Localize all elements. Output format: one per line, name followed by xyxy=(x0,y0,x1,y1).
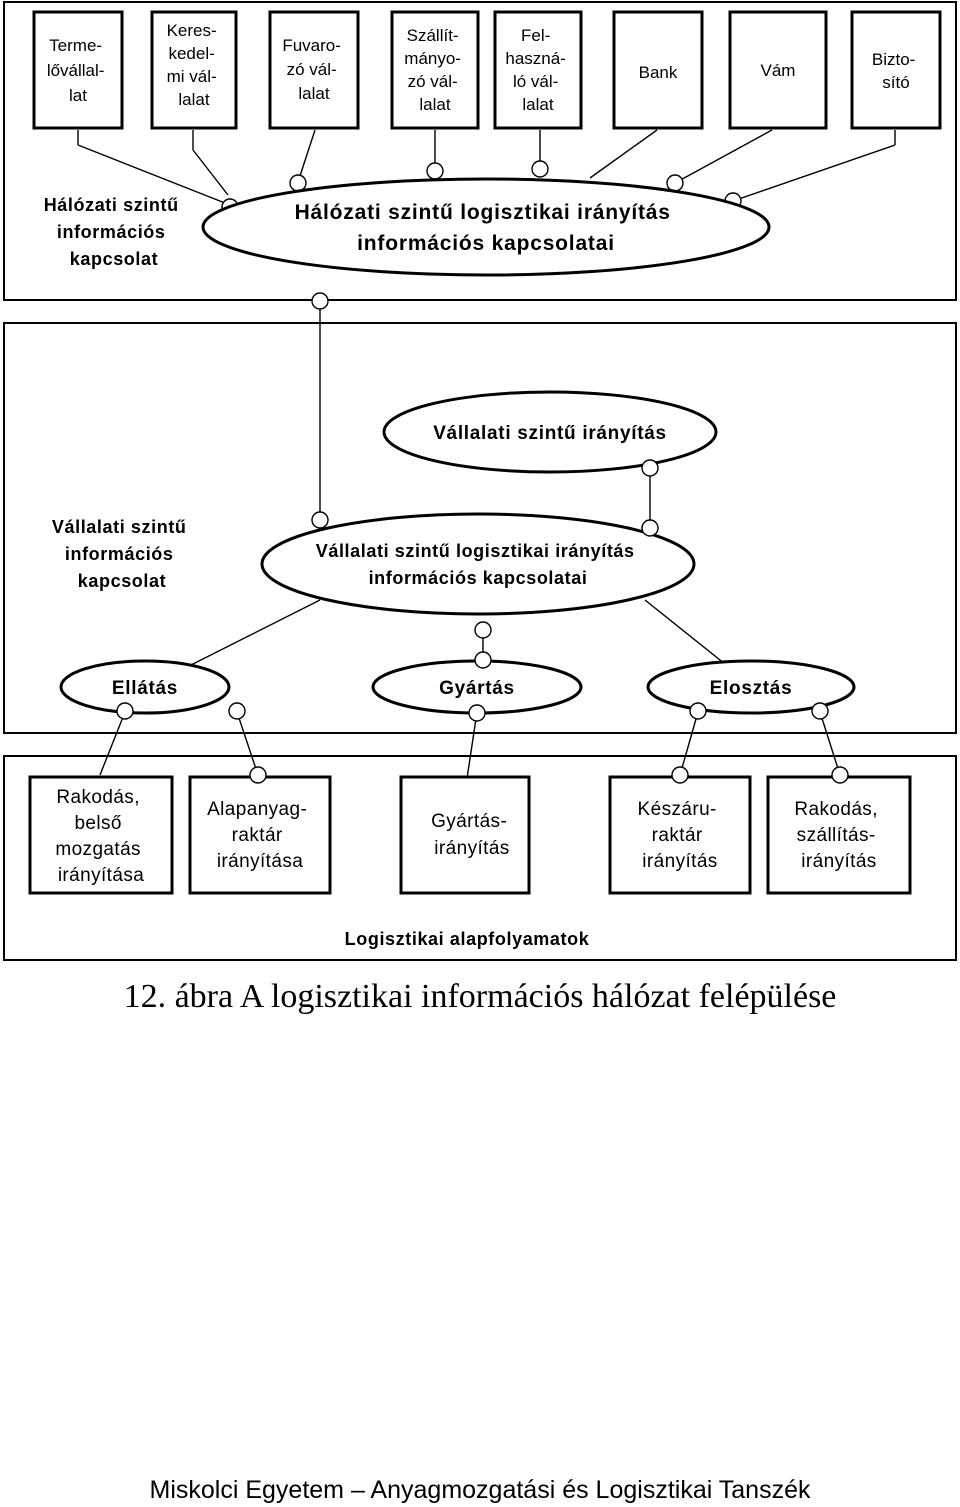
company-label-user: Fel- haszná- ló vál- lalat xyxy=(505,26,570,114)
basic-process-boxes: Rakodás, belső mozgatás irányítása Alapa… xyxy=(28,775,912,895)
basic-box-handling xyxy=(28,775,174,895)
basic-label-production: Gyártás- irányítás xyxy=(431,811,513,859)
page-footer: Miskolci Egyetem – Anyagmozgatási és Log… xyxy=(149,1476,811,1504)
network-hub-ellipse xyxy=(201,177,771,277)
company-box-manufacturer xyxy=(32,10,124,130)
network-side-label: Hálózati szintű információs kapcsolat xyxy=(44,195,185,269)
basic-label-handling: Rakodás, belső mozgatás irányítása xyxy=(55,787,146,886)
basic-box-shipping xyxy=(766,775,912,895)
enterprise-side-label: Vállalati szintű információs kapcsolat xyxy=(52,517,192,591)
company-box-carrier xyxy=(268,10,360,130)
company-label-trade: Keres- kedel- mi vál- lalat xyxy=(167,21,222,109)
network-connectors xyxy=(77,129,896,206)
connector-node xyxy=(641,459,659,477)
basic-box-finished-goods xyxy=(608,775,752,895)
distribution-label: Elosztás xyxy=(710,678,793,699)
enterprise-management-label: Vállalati szintű irányítás xyxy=(433,423,667,444)
company-label-forwarder: Szállít- mányo- zó vál- lalat xyxy=(404,26,465,114)
enterprise-connector-nodes xyxy=(311,511,659,639)
basic-label-finished-goods: Készáru- raktár irányítás xyxy=(638,799,723,872)
company-box-forwarder xyxy=(390,10,480,130)
enterprise-hub-ellipse xyxy=(260,512,696,616)
company-boxes: Terme- lővállal- lat Keres- kedel- mi vá… xyxy=(32,10,942,130)
network-diagram: Terme- lővállal- lat Keres- kedel- mi vá… xyxy=(3,1,957,961)
supply-label: Ellátás xyxy=(112,678,178,699)
enterprise-hub-label: Vállalati szintű logisztikai irányítás i… xyxy=(316,541,641,588)
company-label-customs: Vám xyxy=(761,61,796,80)
function-connector-nodes xyxy=(116,651,829,722)
figure-caption: 12. ábra A logisztikai információs hálóz… xyxy=(123,978,837,1015)
enterprise-management-ellipse xyxy=(382,390,718,474)
connector-node xyxy=(311,292,329,310)
company-box-bank xyxy=(612,10,704,130)
supply-ellipse xyxy=(59,659,231,715)
basic-connectors xyxy=(99,711,841,806)
company-label-manufacturer: Terme- lővállal- lat xyxy=(47,36,109,105)
production-label: Gyártás xyxy=(439,678,515,699)
company-box-user xyxy=(493,10,583,130)
company-box-customs xyxy=(728,10,828,130)
company-box-insurer xyxy=(850,10,942,130)
distribution-ellipse xyxy=(646,659,856,715)
network-hub-label: Hálózati szintű logisztikai irányítás in… xyxy=(295,201,678,255)
basic-box-production xyxy=(399,775,531,895)
basic-label-shipping: Rakodás, szállítás- irányítás xyxy=(794,799,883,872)
basic-label-raw-material: Alapanyag- raktár irányítása xyxy=(207,799,313,872)
company-box-trade xyxy=(150,10,238,130)
basic-connector-nodes xyxy=(249,766,849,784)
company-label-insurer: Bizto- sító xyxy=(872,50,920,92)
basic-box-raw-material xyxy=(188,775,332,895)
company-label-carrier: Fuvaro- zó vál- lalat xyxy=(282,36,345,103)
company-label-bank: Bank xyxy=(639,63,678,82)
basic-processes-label: Logisztikai alapfolyamatok xyxy=(345,929,590,949)
